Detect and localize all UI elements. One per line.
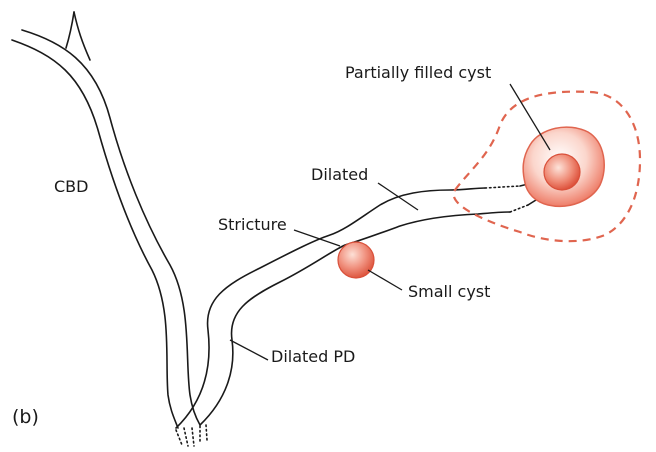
label-dilated-pd: Dilated PD <box>271 347 355 366</box>
leader-partially-filled-cyst <box>510 84 550 150</box>
label-small-cyst: Small cyst <box>408 282 490 301</box>
label-cbd: CBD <box>54 177 88 196</box>
partially-filled-cyst <box>523 127 604 206</box>
label-dilated: Dilated <box>311 165 368 184</box>
leader-dilated-pd <box>230 340 268 360</box>
ampulla-dots <box>176 425 207 446</box>
leader-small-cyst <box>368 270 402 290</box>
small-cyst <box>338 242 374 278</box>
label-stricture: Stricture <box>218 215 287 234</box>
common-bile-duct <box>12 12 200 428</box>
leader-stricture <box>294 230 340 246</box>
label-partially-filled-cyst: Partially filled cyst <box>345 63 491 82</box>
panel-label: (b) <box>12 406 39 428</box>
leader-dilated <box>378 183 418 210</box>
